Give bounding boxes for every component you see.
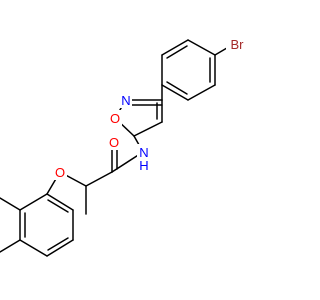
bond: [19, 193, 48, 211]
bond: [0, 239, 21, 253]
bond: [19, 239, 48, 257]
bond: [166, 81, 188, 95]
bond: [187, 84, 216, 101]
atom-layer: Br N O N H O O: [53, 36, 248, 180]
bond: [47, 199, 69, 213]
isoxazole-nitrogen-label: N: [121, 93, 130, 108]
bromine-atom-label: Br: [231, 37, 245, 52]
ether-oxygen-label: O: [55, 165, 65, 180]
bond: [187, 39, 216, 56]
carbonyl-oxygen-label: O: [109, 135, 119, 150]
molecule-structure: Br N O N H O O: [0, 36, 248, 257]
bond: [85, 171, 113, 187]
bond: [161, 39, 189, 56]
bond: [133, 121, 163, 137]
isoxazole-oxygen-label: O: [110, 111, 120, 126]
amide-hydrogen-label: H: [139, 158, 148, 173]
bond: [161, 84, 189, 101]
bond: [46, 239, 74, 257]
bond: [166, 45, 188, 59]
amide-nitrogen-label: N: [139, 145, 148, 160]
bond: [0, 197, 21, 211]
bond: [47, 237, 69, 251]
bond: [46, 193, 74, 211]
